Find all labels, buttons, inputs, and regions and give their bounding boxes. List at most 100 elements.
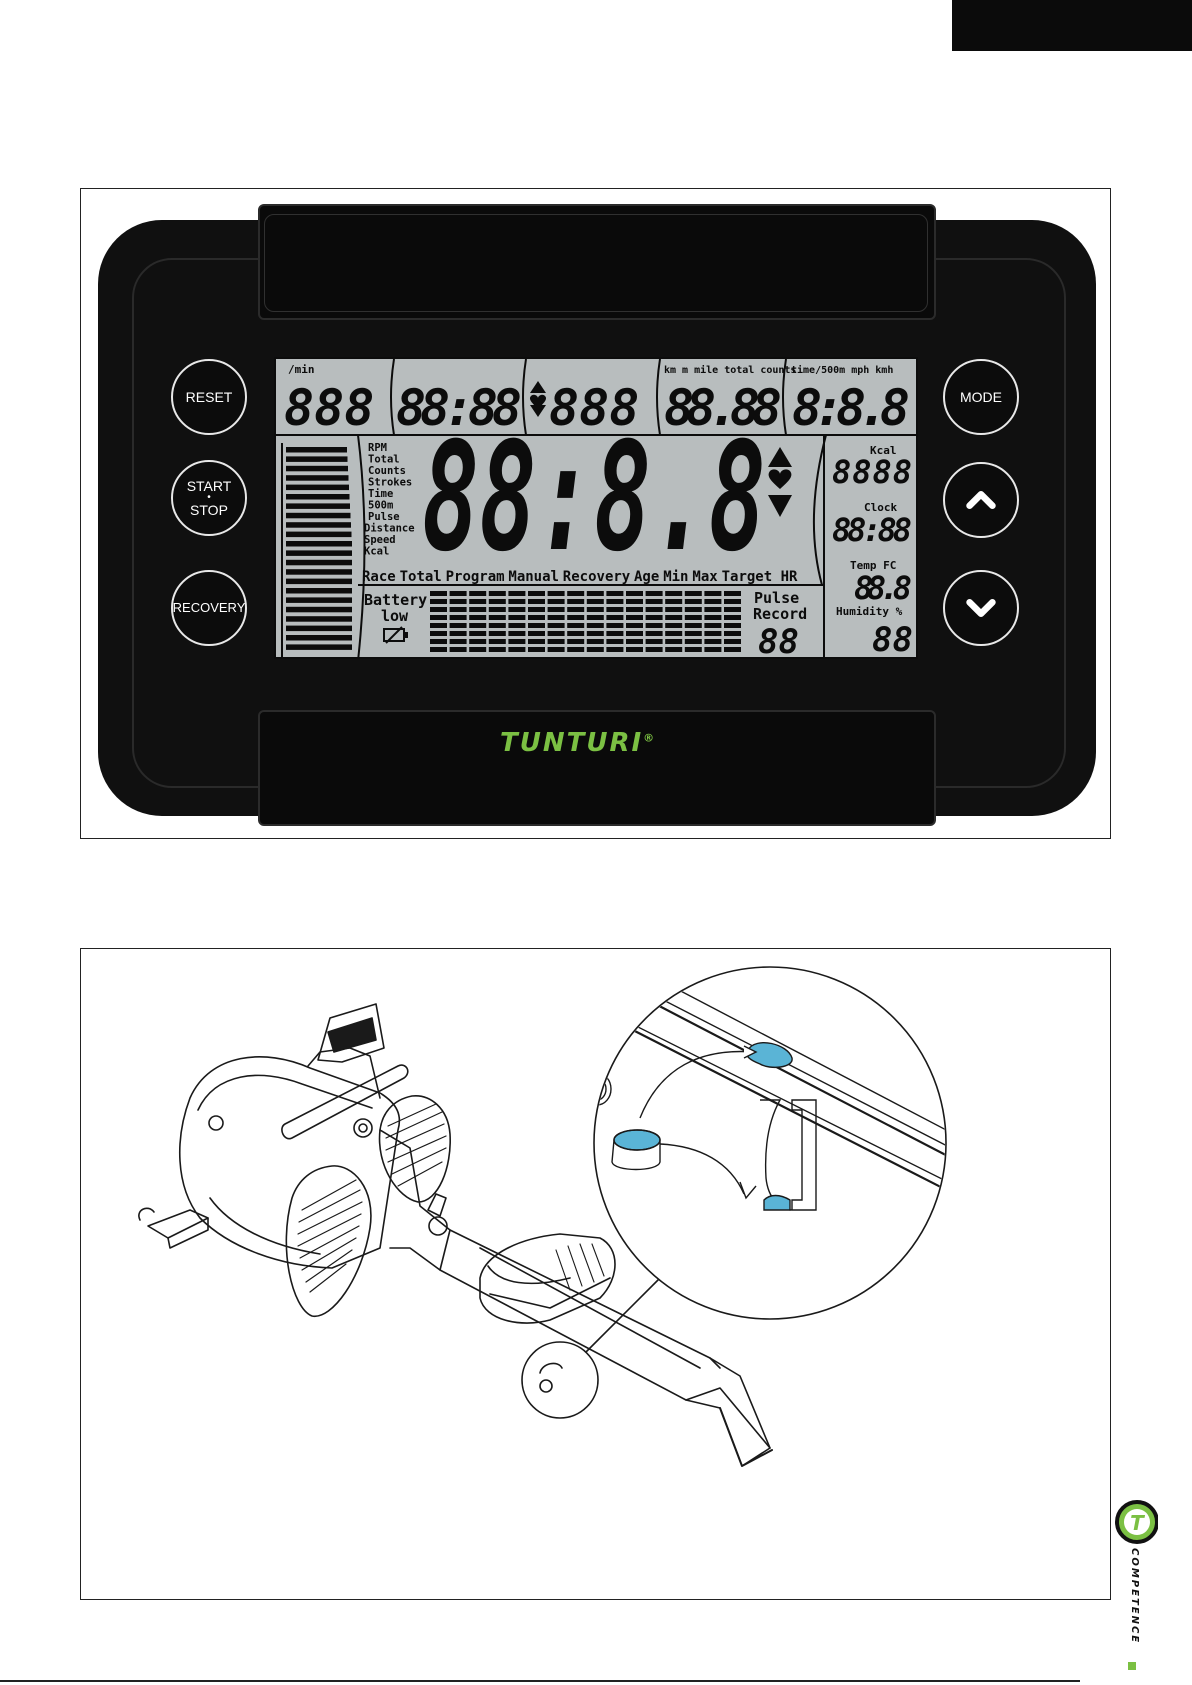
program-mode-label: Age xyxy=(634,569,659,585)
intensity-bar xyxy=(286,465,348,472)
intensity-bar xyxy=(286,512,351,519)
program-cell xyxy=(430,599,447,604)
program-cell xyxy=(724,631,741,636)
brand-emblem-letter: T xyxy=(1130,1511,1145,1535)
intensity-bar xyxy=(286,550,352,556)
program-cell xyxy=(430,615,447,620)
flywheel-housing xyxy=(178,1056,401,1269)
start-label: START xyxy=(186,478,232,494)
program-cell xyxy=(665,607,683,612)
program-cell xyxy=(645,615,663,620)
program-cell xyxy=(469,647,487,652)
kcal-segment: 8888 xyxy=(832,453,912,491)
program-cell xyxy=(626,639,643,644)
tunturi-logo: TUNTURI® xyxy=(500,728,657,758)
program-cell xyxy=(684,639,702,644)
lube-spot-profile xyxy=(763,1194,791,1211)
intensity-bar xyxy=(286,475,349,481)
program-cell xyxy=(430,639,447,644)
up-down-arrow-icon xyxy=(530,381,546,417)
program-cell xyxy=(528,615,545,620)
metric-label: Pulse xyxy=(368,511,400,523)
program-cell xyxy=(508,639,526,644)
program-cell xyxy=(488,607,506,612)
temp-segment: 88.8 xyxy=(854,569,912,607)
program-cell xyxy=(488,623,506,628)
program-cell xyxy=(586,607,604,612)
program-cell xyxy=(547,599,565,604)
program-cell xyxy=(469,599,487,604)
seat xyxy=(479,1233,616,1324)
mode-button[interactable]: MODE xyxy=(943,359,1019,435)
program-cell xyxy=(547,631,565,636)
program-cell xyxy=(449,607,467,612)
distance-segment: 88.88 xyxy=(664,379,782,437)
reset-button[interactable]: RESET xyxy=(171,359,247,435)
program-cell xyxy=(547,623,565,628)
humidity-segment: 88 xyxy=(872,620,913,659)
program-mode-label: Total xyxy=(400,569,442,585)
program-cell xyxy=(508,631,526,636)
program-cell xyxy=(586,639,604,644)
footer-rule xyxy=(0,1680,1080,1682)
program-cell xyxy=(606,599,624,604)
program-cell xyxy=(704,623,722,628)
heart-small-icon xyxy=(529,394,547,409)
rower-figure-frame xyxy=(80,948,1111,1600)
metric-label: Kcal xyxy=(364,546,389,558)
program-cell xyxy=(449,615,467,620)
program-cell xyxy=(547,607,565,612)
lube-spot-rail xyxy=(746,1041,793,1069)
program-cell xyxy=(684,599,702,604)
kcal-label: Kcal xyxy=(870,444,897,457)
competence-brand: T COMPETENCE xyxy=(1115,1500,1158,1670)
intensity-bar xyxy=(286,456,348,462)
program-cell xyxy=(626,623,643,628)
program-cell xyxy=(567,623,585,628)
program-cell xyxy=(645,623,663,628)
program-cell xyxy=(665,647,683,652)
program-mode-label: Target HR xyxy=(722,569,798,585)
program-cell xyxy=(645,639,663,644)
program-cell xyxy=(684,631,702,636)
program-cell xyxy=(567,631,585,636)
intensity-bar xyxy=(286,494,350,500)
program-mode-label: Min xyxy=(663,569,688,585)
program-cell xyxy=(528,599,545,604)
corner-tab xyxy=(952,0,1192,51)
record-label: Record xyxy=(753,605,807,623)
program-cell xyxy=(547,591,565,596)
program-cell xyxy=(449,647,467,652)
program-cell xyxy=(449,639,467,644)
up-button[interactable] xyxy=(943,462,1019,538)
program-mode-label: Manual xyxy=(508,569,559,585)
program-cell xyxy=(586,623,604,628)
program-cell xyxy=(606,607,624,612)
battery-icon xyxy=(383,626,408,644)
program-cell xyxy=(704,607,722,612)
program-cell xyxy=(449,631,467,636)
separator-dot: • xyxy=(207,492,211,503)
program-mode-label: Recovery xyxy=(563,569,631,585)
program-cell xyxy=(528,647,545,652)
start-stop-button[interactable]: START•STOP xyxy=(171,460,247,536)
metric-label: Strokes xyxy=(368,477,412,489)
program-cell xyxy=(528,623,545,628)
program-cell xyxy=(449,623,467,628)
brand-text: COMPETENCE xyxy=(1129,1548,1140,1644)
program-cell xyxy=(724,615,741,620)
program-cell xyxy=(567,591,585,596)
program-cell xyxy=(567,599,585,604)
intensity-bar xyxy=(286,588,352,594)
program-cell xyxy=(430,607,447,612)
recovery-button[interactable]: RECOVERY xyxy=(171,570,247,646)
program-cell xyxy=(508,615,526,620)
metric-label: Distance xyxy=(364,523,415,535)
left-footrest xyxy=(285,1165,372,1317)
program-cell xyxy=(430,591,447,596)
clock-label: Clock xyxy=(864,501,897,514)
time-segment: 88:88 xyxy=(396,379,522,437)
program-cell xyxy=(606,615,624,620)
down-button[interactable] xyxy=(943,570,1019,646)
speed-units-label: time/500m mph kmh xyxy=(791,364,893,376)
